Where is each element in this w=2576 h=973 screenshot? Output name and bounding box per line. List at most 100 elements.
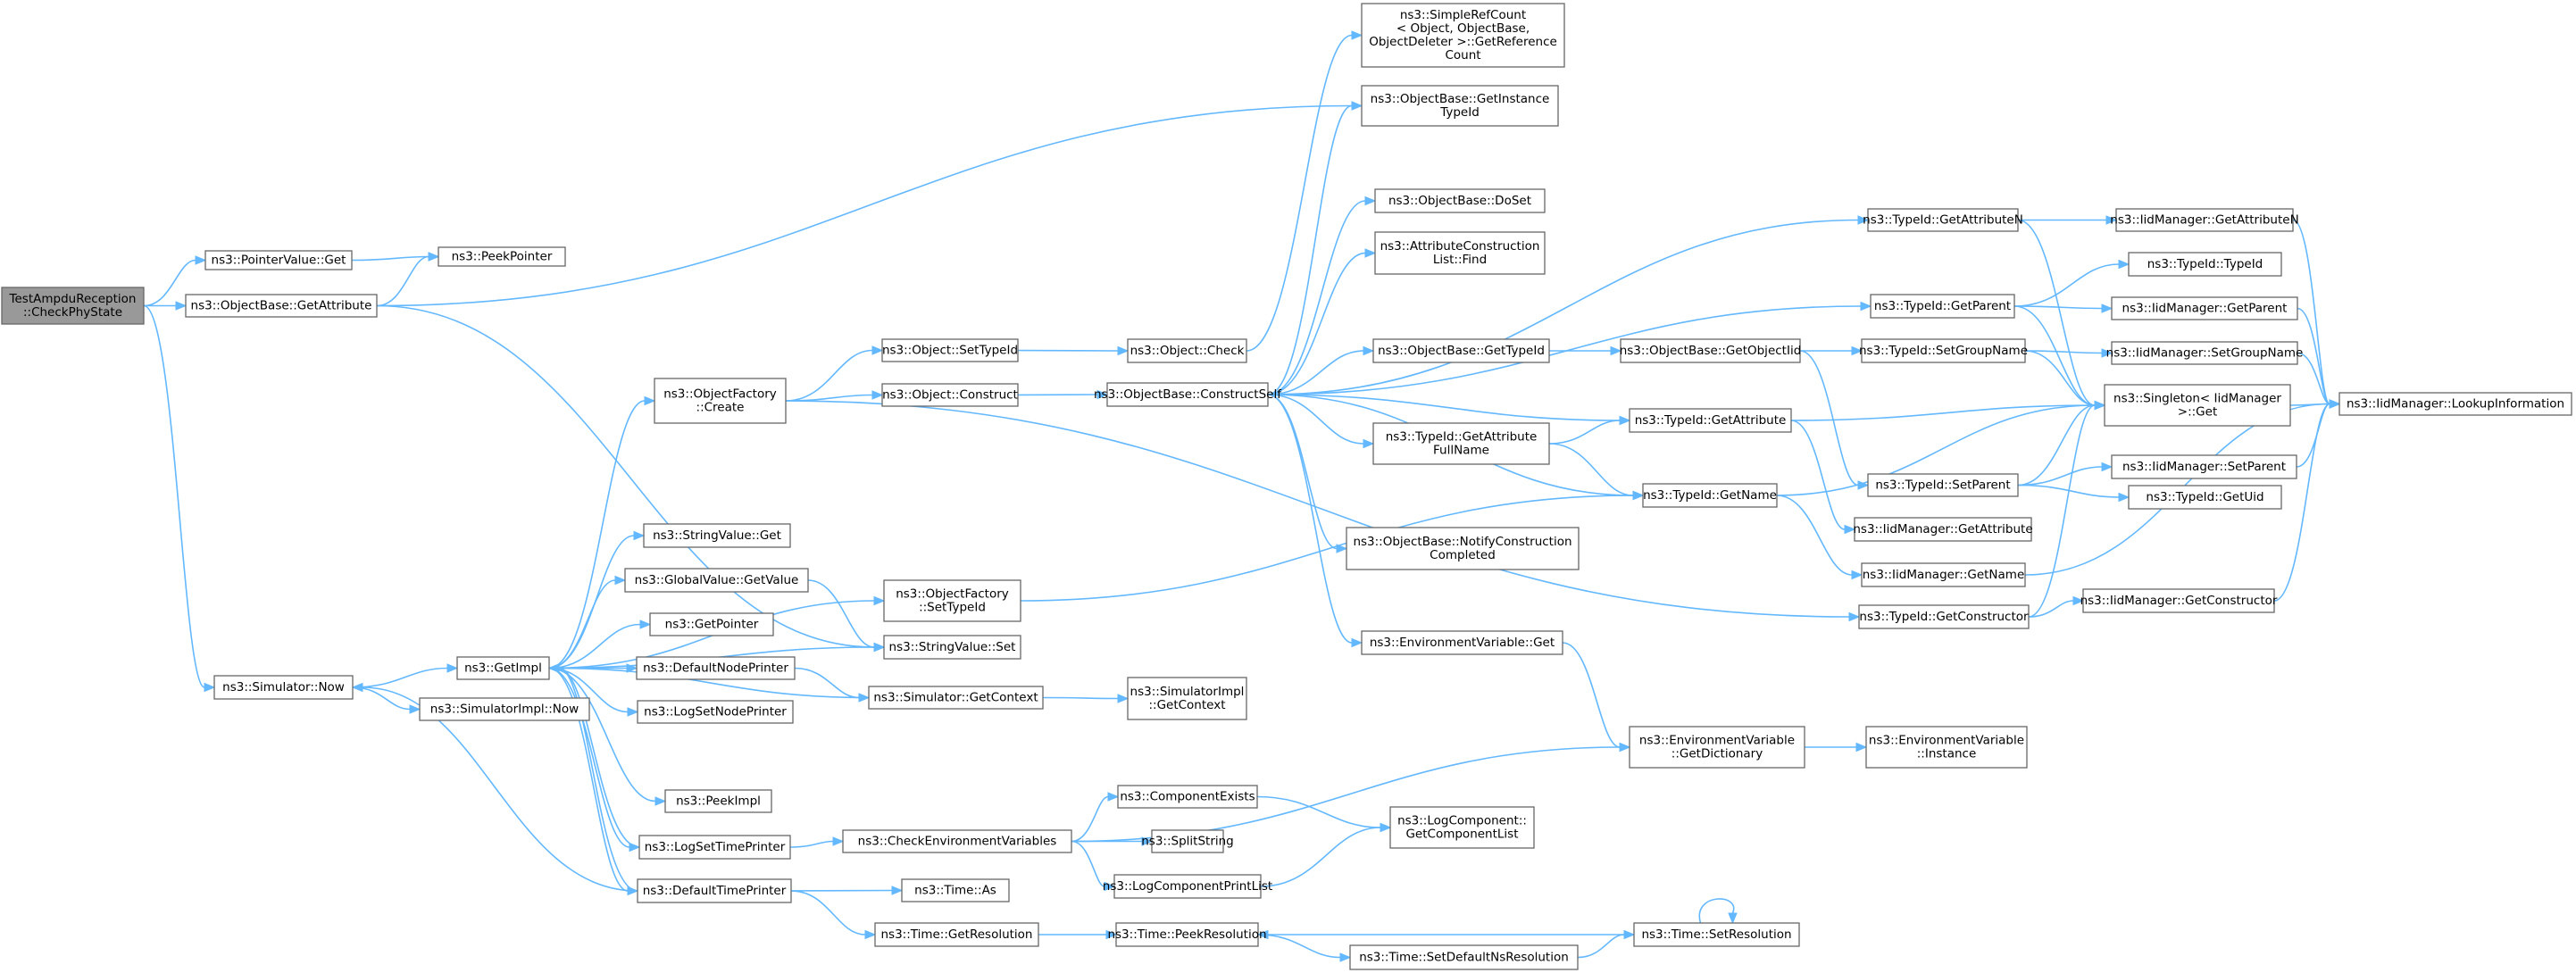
edge-arrowhead xyxy=(1851,345,1863,356)
node-ns3-getpointer[interactable]: ns3::GetPointer xyxy=(649,612,774,636)
node-ns3-simulatorimpl-now[interactable]: ns3::SimulatorImpl::Now xyxy=(419,697,590,721)
node-ns3-typeid-getparent[interactable]: ns3::TypeId::GetParent xyxy=(1870,294,2015,319)
node-ns3-time-setdefaultnsresolution[interactable]: ns3::Time::SetDefaultNsResolution xyxy=(1349,944,1579,970)
node-ns3-objectbase-notifyconstruction-completed[interactable]: ns3::ObjectBase::NotifyConstructionCompl… xyxy=(1346,527,1580,570)
edge-line xyxy=(1071,795,1109,843)
node-ns3-defaultnodeprinter[interactable]: ns3::DefaultNodePrinter xyxy=(636,656,796,680)
edge-tidGetAttribute-to-iidGetAttribute xyxy=(1790,420,1856,535)
edge-line xyxy=(352,667,448,688)
edge-line xyxy=(548,667,629,892)
node-ns3-iidmanager-getattributen[interactable]: ns3::IidManager::GetAttributeN xyxy=(2110,208,2299,232)
node-ns3-objectbase-gettypeid[interactable]: ns3::ObjectBase::GetTypeId xyxy=(1372,338,1550,363)
edge-line xyxy=(2297,352,2330,405)
node-label-line: ::Create xyxy=(696,401,745,415)
node-ns3-typeid-getconstructor[interactable]: ns3::TypeId::GetConstructor xyxy=(1858,604,2030,629)
node-ns3-checkenvironmentvariables[interactable]: ns3::CheckEnvironmentVariables xyxy=(842,829,1072,853)
edge-line xyxy=(1698,898,1735,924)
edge-arrowhead xyxy=(1256,929,1269,940)
node-ns3-object-settypeid[interactable]: ns3::Object::SetTypeId xyxy=(881,338,1019,362)
edge-constructSelf-to-attrConstrFind xyxy=(1267,248,1377,395)
node-ns3-logsetnodeprinter[interactable]: ns3::LogSetNodePrinter xyxy=(637,700,794,724)
node-label-line: ns3::LogComponent:: xyxy=(1397,814,1527,828)
node-label-line: ns3::SimulatorImpl::Now xyxy=(430,703,579,717)
node-ns3-typeid-getattributen[interactable]: ns3::TypeId::GetAttributeN xyxy=(1863,208,2023,232)
node-ns3-time-as[interactable]: ns3::Time::As xyxy=(901,878,1010,902)
node-box xyxy=(842,829,1072,853)
node-ns3-object-check[interactable]: ns3::Object::Check xyxy=(1127,338,1247,363)
node-ns3-typeid-getattribute[interactable]: ns3::TypeId::GetAttribute xyxy=(1629,408,1792,433)
node-ns3-environmentvariable-get[interactable]: ns3::EnvironmentVariable::Get xyxy=(1361,630,1563,655)
node-ns3-logcomponent-getcomponentlist[interactable]: ns3::LogComponent::GetComponentList xyxy=(1389,806,1535,849)
node-ns3-simulatorimpl-getcontext[interactable]: ns3::SimulatorImpl::GetContext xyxy=(1127,677,1247,720)
node-ns3-objectfactory-settypeid[interactable]: ns3::ObjectFactory::SetTypeId xyxy=(883,579,1021,622)
node-ns3-logcomponentprintlist[interactable]: ns3::LogComponentPrintList xyxy=(1103,874,1272,899)
node-ns3-simulator-now[interactable]: ns3::Simulator::Now xyxy=(213,675,354,700)
node-box xyxy=(1346,527,1580,570)
node-box xyxy=(1861,562,2026,587)
node-ns3-stringvalue-get[interactable]: ns3::StringValue::Get xyxy=(643,523,791,548)
node-ns3-object-construct[interactable]: ns3::Object::Construct xyxy=(881,383,1019,407)
node-ns3-typeid-setparent[interactable]: ns3::TypeId::SetParent xyxy=(1867,473,2019,497)
node-ns3-getimpl[interactable]: ns3::GetImpl xyxy=(456,656,550,680)
edge-line xyxy=(1246,34,1353,352)
node-box xyxy=(874,922,1039,947)
edge-line xyxy=(785,400,1850,618)
node-label-line: >::Get xyxy=(2178,405,2217,420)
node-ns3-simplerefcount-object-objectbase-objectdeleter-getreference-count[interactable]: ns3::SimpleRefCount< Object, ObjectBase,… xyxy=(1361,3,1565,68)
node-ns3-time-getresolution[interactable]: ns3::Time::GetResolution xyxy=(874,922,1039,947)
node-ns3-componentexists[interactable]: ns3::ComponentExists xyxy=(1117,785,1258,809)
node-ns3-objectbase-getattribute[interactable]: ns3::ObjectBase::GetAttribute xyxy=(185,294,378,318)
node-box xyxy=(1620,338,1801,363)
node-label-line: GetComponentList xyxy=(1405,827,1518,842)
edge-timeSetRes-to-timePeekRes xyxy=(1256,929,1634,940)
node-box xyxy=(1858,604,2030,629)
node-testampdureception-checkphystate[interactable]: TestAmpduReception::CheckPhyState xyxy=(1,287,145,325)
node-ns3-logsettimeprinter[interactable]: ns3::LogSetTimePrinter xyxy=(638,835,791,860)
node-ns3-typeid-setgroupname[interactable]: ns3::TypeId::SetGroupName xyxy=(1859,338,2028,363)
node-ns3-pointervalue-get[interactable]: ns3::PointerValue::Get xyxy=(204,250,353,270)
node-label-line: ns3::DefaultTimePrinter xyxy=(643,884,787,898)
node-ns3-environmentvariable-getdictionary[interactable]: ns3::EnvironmentVariable::GetDictionary xyxy=(1629,726,1805,769)
edge-constructSelf-to-tidGetAttrFullName xyxy=(1267,394,1375,449)
edge-line xyxy=(2024,350,2096,406)
node-label-line: ns3::IidManager::SetGroupName xyxy=(2106,346,2304,361)
node-ns3-typeid-getuid[interactable]: ns3::TypeId::GetUid xyxy=(2128,485,2282,510)
node-ns3-typeid-getname[interactable]: ns3::TypeId::GetName xyxy=(1642,483,1778,508)
edge-objSetTypeId-to-objCheck xyxy=(1017,345,1130,356)
node-ns3-peekpointer[interactable]: ns3::PeekPointer xyxy=(438,246,566,267)
edge-tidGetAttributeN-to-singletonGet xyxy=(2017,219,2106,411)
edge-line xyxy=(785,394,873,402)
node-ns3-objectbase-getobjectiid[interactable]: ns3::ObjectBase::GetObjectIid xyxy=(1620,338,1802,363)
node-ns3-simulator-getcontext[interactable]: ns3::Simulator::GetContext xyxy=(868,686,1044,710)
node-ns3-iidmanager-getparent[interactable]: ns3::IidManager::GetParent xyxy=(2111,296,2298,320)
node-ns3-environmentvariable-instance[interactable]: ns3::EnvironmentVariable::Instance xyxy=(1865,726,2028,769)
edge-iidGetAttributeN-to-iidLookupInfo xyxy=(2292,219,2341,409)
node-label-line: ns3::IidManager::GetConstructor xyxy=(2080,594,2278,608)
node-ns3-iidmanager-getname[interactable]: ns3::IidManager::GetName xyxy=(1861,562,2026,587)
edge-arrowhead xyxy=(2329,399,2341,409)
node-ns3-iidmanager-getattribute[interactable]: ns3::IidManager::GetAttribute xyxy=(1853,517,2033,542)
node-ns3-defaulttimeprinter[interactable]: ns3::DefaultTimePrinter xyxy=(637,878,792,903)
node-ns3-splitstring[interactable]: ns3::SplitString xyxy=(1141,829,1234,853)
node-ns3-iidmanager-setgroupname[interactable]: ns3::IidManager::SetGroupName xyxy=(2106,341,2304,365)
node-ns3-time-setresolution[interactable]: ns3::Time::SetResolution xyxy=(1633,922,1800,947)
node-ns3-stringvalue-set[interactable]: ns3::StringValue::Set xyxy=(883,635,1021,660)
node-ns3-objectfactory-create[interactable]: ns3::ObjectFactory::Create xyxy=(654,378,787,424)
node-ns3-iidmanager-setparent[interactable]: ns3::IidManager::SetParent xyxy=(2111,454,2297,479)
node-label-line: ns3::TypeId::GetConstructor xyxy=(1859,610,2029,624)
node-ns3-peekimpl[interactable]: ns3::PeekImpl xyxy=(664,789,772,813)
node-ns3-singleton-iidmanager-get[interactable]: ns3::Singleton< IidManager >::Get xyxy=(2104,384,2291,427)
node-box xyxy=(1115,922,1259,947)
node-ns3-iidmanager-lookupinformation[interactable]: ns3::IidManager::LookupInformation xyxy=(2338,392,2572,416)
node-ns3-iidmanager-getconstructor[interactable]: ns3::IidManager::GetConstructor xyxy=(2080,588,2278,613)
node-box xyxy=(1867,473,2019,497)
node-ns3-globalvalue-getvalue[interactable]: ns3::GlobalValue::GetValue xyxy=(624,568,809,593)
node-ns3-typeid-typeid[interactable]: ns3::TypeId::TypeId xyxy=(2128,252,2282,277)
node-ns3-objectbase-constructself[interactable]: ns3::ObjectBase::ConstructSelf xyxy=(1094,382,1282,407)
node-ns3-objectbase-doset[interactable]: ns3::ObjectBase::DoSet xyxy=(1374,188,1546,213)
node-ns3-time-peekresolution[interactable]: ns3::Time::PeekResolution xyxy=(1107,922,1267,947)
edge-line xyxy=(2292,219,2330,405)
